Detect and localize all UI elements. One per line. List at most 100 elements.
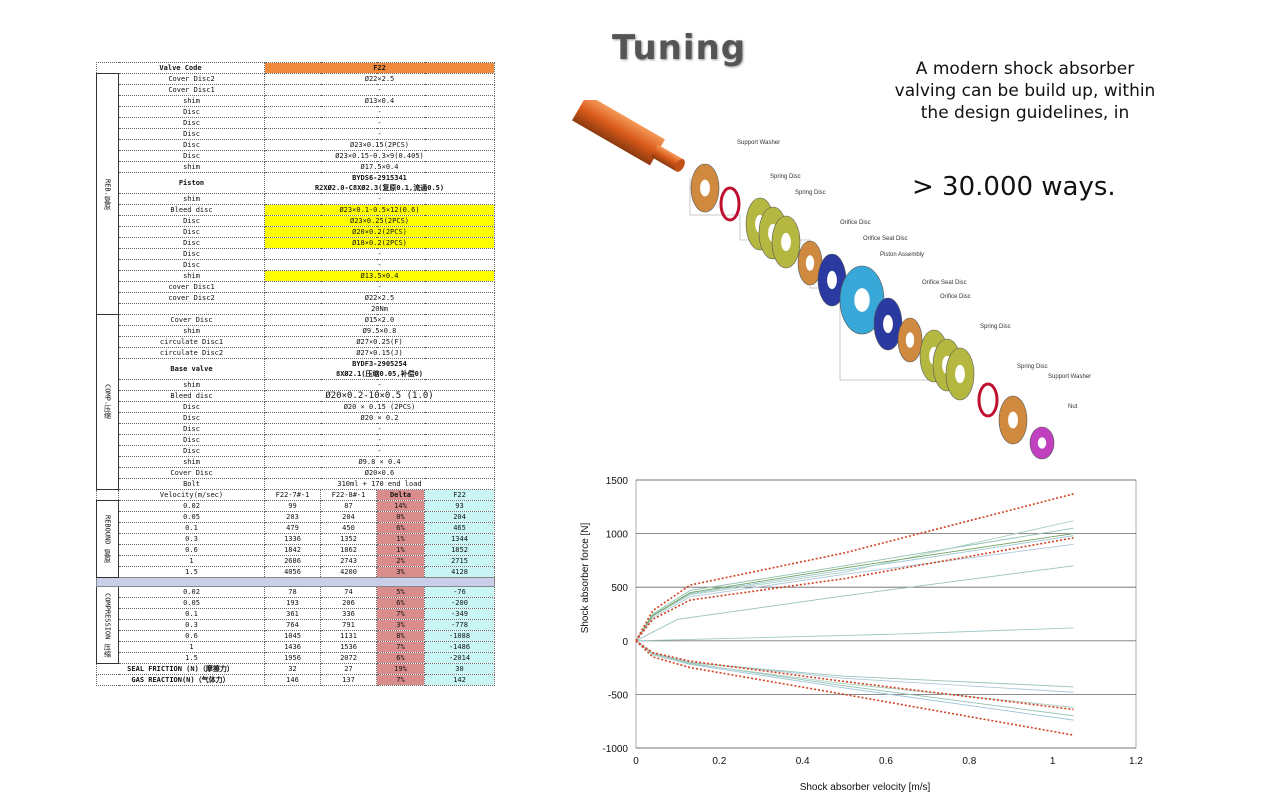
envelope-series-line (635, 640, 1074, 711)
measure-cell: 6% (376, 597, 425, 609)
x-tick-label: 0.4 (796, 756, 810, 767)
part-value: Ø15×2.0 (263, 314, 496, 326)
measure-cell: 1.5 (118, 652, 265, 664)
part-value: Ø20×0.2(2PCS) (263, 226, 496, 238)
y-tick-label: 0 (622, 637, 628, 648)
part-name: shim (118, 379, 265, 391)
spec-row: shim- (97, 379, 496, 391)
measure-cell: 0.3 (118, 533, 265, 545)
measure-cell: 0% (376, 511, 425, 523)
measure-cell: -1088 (423, 630, 496, 642)
measure-cell: 4056 (264, 566, 321, 578)
measure-cell: 791 (320, 619, 377, 631)
measure-cell: 1336 (264, 533, 321, 545)
x-tick-label: 0.8 (962, 756, 976, 767)
footer-cell: 27 (320, 663, 377, 675)
part-value: - (263, 248, 496, 260)
ways-count: > 30.000 ways. (912, 172, 1116, 202)
disc-center-hole (827, 270, 837, 290)
part-name: Disc (118, 226, 265, 238)
slide-description: A modern shock absorber valving can be b… (894, 59, 1156, 123)
header-label: Valve Code (96, 62, 265, 74)
measure-cell: 74 (320, 586, 377, 598)
footer-cell: 7% (376, 674, 425, 686)
measure-cell: 361 (264, 608, 321, 620)
measure-cell: 87 (320, 500, 377, 512)
part-name: Disc (118, 106, 265, 118)
part-name: Disc (118, 412, 265, 424)
exploded-part-label: Piston Assembly (880, 252, 924, 258)
measure-cell: 1436 (264, 641, 321, 653)
measure-cell: 1 (118, 555, 265, 567)
measure-cell: -2014 (423, 652, 496, 664)
part-name: Disc (118, 128, 265, 140)
measure-cell: 203 (264, 511, 321, 523)
part-value: Ø9.8 × 0.4 (263, 456, 496, 468)
part-name: Piston (118, 172, 265, 194)
spec-row: Disc- (97, 248, 496, 260)
spec-row: cover Disc1- (97, 281, 496, 293)
part-name: circulate Disc1 (118, 336, 265, 348)
measure-cell: 336 (320, 608, 377, 620)
part-name: Bleed disc (118, 204, 265, 216)
measure-section-label: REBOUND 复原 (96, 500, 119, 578)
measure-cell: 3% (376, 566, 425, 578)
part-value: - (263, 423, 496, 435)
separator-cell (95, 577, 496, 587)
exploded-part-label: Nut (1068, 404, 1078, 410)
part-name: Disc (118, 401, 265, 413)
part-name: shim (118, 161, 265, 173)
measure-cell: 78 (264, 586, 321, 598)
exploded-part-label: Spring Disc (980, 324, 1011, 330)
exploded-part-label: Orifice Disc (940, 294, 971, 300)
part-name: shim (118, 95, 265, 107)
part-value: - (263, 128, 496, 140)
spec-row: Disc- (97, 434, 496, 446)
x-tick-label: 1.2 (1129, 756, 1143, 767)
measure-header-cell: Velocity(m/sec) (118, 489, 265, 501)
spec-row: shim- (97, 193, 496, 205)
slide-title: Tuning (612, 28, 747, 68)
blank-cell (96, 489, 119, 501)
measure-cell: 0.02 (118, 500, 265, 512)
envelope-series-line (635, 640, 1074, 736)
exploded-part-label: Orifice Seat Disc (863, 236, 908, 242)
measure-cell: 2743 (320, 555, 377, 567)
disc-center-hole (905, 332, 915, 348)
footer-cell: 137 (320, 674, 377, 686)
part-name: shim (118, 193, 265, 205)
measure-cell: 6% (376, 522, 425, 534)
measure-cell: 3% (376, 619, 425, 631)
part-value: Ø9.5×0.8 (263, 325, 496, 337)
measure-cell: 1536 (320, 641, 377, 653)
part-value: 310ml + 170 end load (263, 478, 496, 490)
footer-cell: 19% (376, 663, 425, 675)
disc-center-hole (781, 232, 791, 252)
part-name: Disc (118, 423, 265, 435)
part-value: BYDS6-2915341 R2XØ2.0-C8XØ2.3(复原0.1,流通0.… (263, 172, 496, 194)
part-name: Disc (118, 139, 265, 151)
y-tick-label: -500 (608, 690, 628, 701)
disc-center-hole (1008, 411, 1018, 429)
measure-cell: 2715 (423, 555, 496, 567)
disc-center-hole (883, 314, 893, 334)
section-label: COMP.压缩 (96, 314, 119, 490)
part-value: Ø23×0.15-0.3×9(0.405) (263, 150, 496, 162)
